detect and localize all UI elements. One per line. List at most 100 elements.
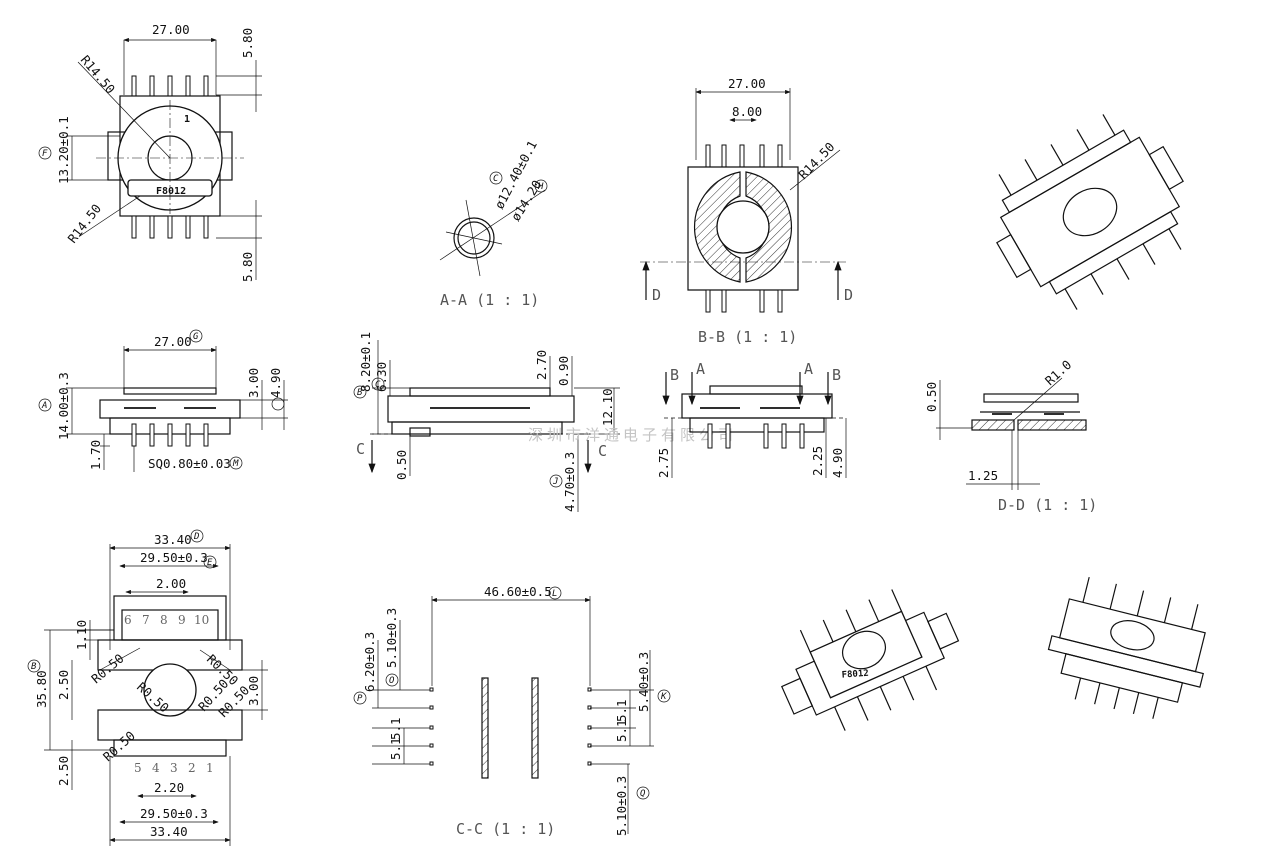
section-aa: ø12.40±0.1 ø14.20 C H A-A (1 : 1) [439,138,548,309]
bottom-width-total: 33.40 [154,532,192,547]
side-1210-label: 12.10 [600,388,615,426]
tag-q-cc: Q [640,789,646,799]
tag-h-aa: H [537,182,544,192]
section-bb: 27.00 8.00 R14.50 D D B-B (1 : 1) [640,76,853,346]
cc-620-label: 6.20±0.3 [362,632,377,692]
bottom-view: 33.40 D 29.50±0.3 E 2.00 6 7 8 9 10 5 4 … [27,529,268,846]
fv2-label-b-left: B [670,366,679,384]
section-cc-title: C-C (1 : 1) [456,820,555,838]
side-arrow-left: C [356,440,365,458]
bottom-300-label: 3.00 [246,676,261,706]
tag-j-side: J [552,477,558,487]
tag-f: F [42,149,48,159]
bottom-pin-gap-top: 2.00 [156,576,186,591]
pin-8: 8 [160,613,168,627]
tag-e-bottom: E [207,558,213,568]
fv2-225-label: 2.25 [810,446,825,476]
front-flange-label: 3.00 [246,368,261,398]
side-090-label: 0.90 [556,356,571,386]
pin-1: 1 [206,761,214,775]
bottom-110-label: 1.10 [74,620,89,650]
fv2-label-b-right: B [832,366,841,384]
bb-arrow-left: D [652,286,661,304]
tag-m-front: M [232,459,239,469]
pin-9: 9 [178,613,186,627]
side-470-label: 4.70±0.3 [562,452,577,512]
tag-a-front: A [41,401,47,411]
side-view: 8.20±0.1 6.30 B C 2.70 0.90 12.10 C C 0.… [353,332,620,512]
tag-o-cc: O [389,676,395,686]
height-label: 13.20±0.1 [56,116,71,184]
bottom-length-label: 35.80 [34,670,49,708]
r050-label-6: R0.50 [100,728,138,764]
cc-510-top-label: 5.10±0.3 [384,608,399,668]
front-height-label: 14.00±0.3 [56,372,71,440]
pin-size-label: SQ0.80±0.03 [148,456,231,471]
tag-g-front: G [193,332,199,342]
fv2-label-a-right: A [804,360,813,378]
tag-b-side: B [357,388,363,398]
tag-l-cc: L [552,589,557,599]
fv2-label-a-left: A [696,360,705,378]
side-270-label: 2.70 [534,350,549,380]
side-050-label: 0.50 [394,450,409,480]
side-630-label: 6.30 [374,362,389,392]
front-view: 27.00 G 14.00±0.3 A 3.00 4.90 1.70 SQ0.8… [38,329,288,472]
pin-2: 2 [188,761,196,775]
dd-125-label: 1.25 [968,468,998,483]
front-view-2: B A A B 2.75 2.25 4.90 [656,360,847,478]
top-view: 27.00 5.80 F8012 1 [38,22,262,282]
top-pin1: 1 [184,114,190,125]
bb-radius-label: R14.50 [795,139,837,182]
cc-540-label: 5.40±0.3 [636,652,651,712]
cc-51-left: 5.1 [388,737,403,760]
dd-radius-label: R1.0 [1042,357,1074,388]
pin-10: 10 [194,613,209,627]
cc-51-right2: 5.1 [614,719,629,742]
pin-4: 4 [152,761,160,775]
tag-d-bottom: D [193,532,199,542]
bottom-width-pins-2: 29.50±0.3 [140,806,208,821]
fv2-490-label: 4.90 [830,448,845,478]
cc-51-right: 5.1 [614,699,629,722]
bb-width-label: 27.00 [728,76,766,91]
r050-label-1: R0.50 [88,651,126,687]
bottom-width-total-2: 33.40 [150,824,188,839]
side-arrow-right: C [598,442,607,460]
iso-view-top [996,114,1184,310]
front-width-label: 27.00 [154,334,192,349]
bottom-250-label: 2.50 [56,670,71,700]
tag-c-side: C [375,380,381,390]
fv2-275-label: 2.75 [656,448,671,478]
iso-marking: F8012 [841,669,869,681]
section-dd: 0.50 R1.0 1.25 D-D (1 : 1) [924,357,1097,514]
standoff-label: 1.70 [88,440,103,470]
top-radius-label: R14.50 [78,52,119,96]
bottom-250-label-2: 2.50 [56,756,71,786]
bb-slot-label: 8.00 [732,104,762,119]
pin-6: 6 [124,613,132,627]
section-cc: 46.60±0.5 L 6.20±0.3 P 5.10±0.3 O 5.1 5.… [353,584,671,838]
cc-510-bottom-label: 5.10±0.3 [614,776,629,836]
pin-length-bottom-label: 5.80 [240,252,255,282]
iso-view-bottom-right [1047,576,1206,719]
tag-c-aa: C [493,174,499,184]
pin-5: 5 [134,761,142,775]
top-width-label: 27.00 [152,22,190,37]
tag-k-cc: K [660,692,667,702]
pin-length-top-label: 5.80 [240,28,255,58]
cc-51-left2: 5.1 [388,717,403,740]
front-top-label: 4.90 [268,368,283,398]
side-820-label: 8.20±0.1 [358,332,373,392]
pin-3: 3 [170,761,178,775]
tag-b-bottom: B [31,662,37,672]
section-dd-title: D-D (1 : 1) [998,496,1097,514]
pin-7: 7 [142,613,150,627]
dd-050-label: 0.50 [924,382,939,412]
watermark: 深圳市洋通电子有限公司 [528,426,737,444]
section-bb-title: B-B (1 : 1) [698,328,797,346]
section-aa-title: A-A (1 : 1) [440,291,539,309]
bottom-pin-gap-bottom: 2.20 [154,780,184,795]
